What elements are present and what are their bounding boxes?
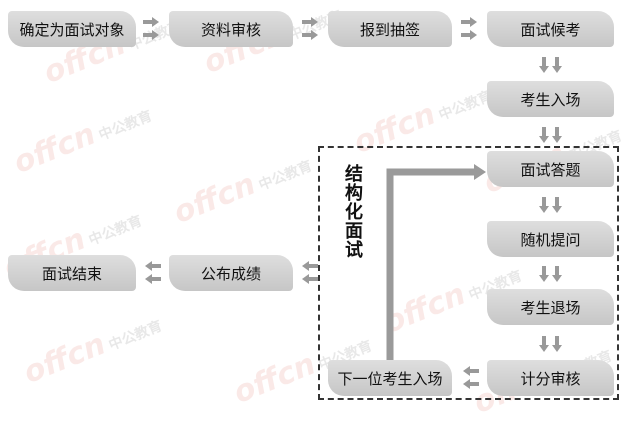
left-arrow-icon — [463, 366, 479, 389]
down-arrow-icon — [539, 57, 562, 73]
right-arrow-icon — [143, 17, 159, 40]
step-report-draw-lots: 报到抽签 — [328, 11, 452, 47]
down-arrow-icon — [539, 197, 562, 213]
down-arrow-icon — [539, 336, 562, 352]
step-next-candidate: 下一位考生入场 — [328, 360, 452, 396]
left-arrow-icon — [302, 261, 318, 284]
step-candidate-enters: 考生入场 — [487, 81, 614, 117]
structured-interview-group — [318, 146, 619, 400]
step-review-materials: 资料审核 — [169, 11, 293, 47]
step-candidate-exits: 考生退场 — [487, 289, 614, 325]
step-interview-answers: 面试答题 — [487, 151, 614, 187]
step-random-questions: 随机提问 — [487, 221, 614, 257]
structured-interview-label: 结构化面试 — [345, 164, 363, 261]
down-arrow-icon — [539, 127, 562, 143]
step-interview-ends: 面试结束 — [8, 255, 136, 291]
down-arrow-icon — [539, 266, 562, 282]
step-scoring-review: 计分审核 — [487, 360, 614, 396]
right-arrow-icon — [302, 17, 318, 40]
left-arrow-icon — [145, 261, 161, 284]
step-wait-for-interview: 面试候考 — [487, 11, 614, 47]
step-confirm-targets: 确定为面试对象 — [8, 11, 136, 47]
step-publish-scores: 公布成绩 — [169, 255, 293, 291]
right-arrow-icon — [461, 17, 477, 40]
